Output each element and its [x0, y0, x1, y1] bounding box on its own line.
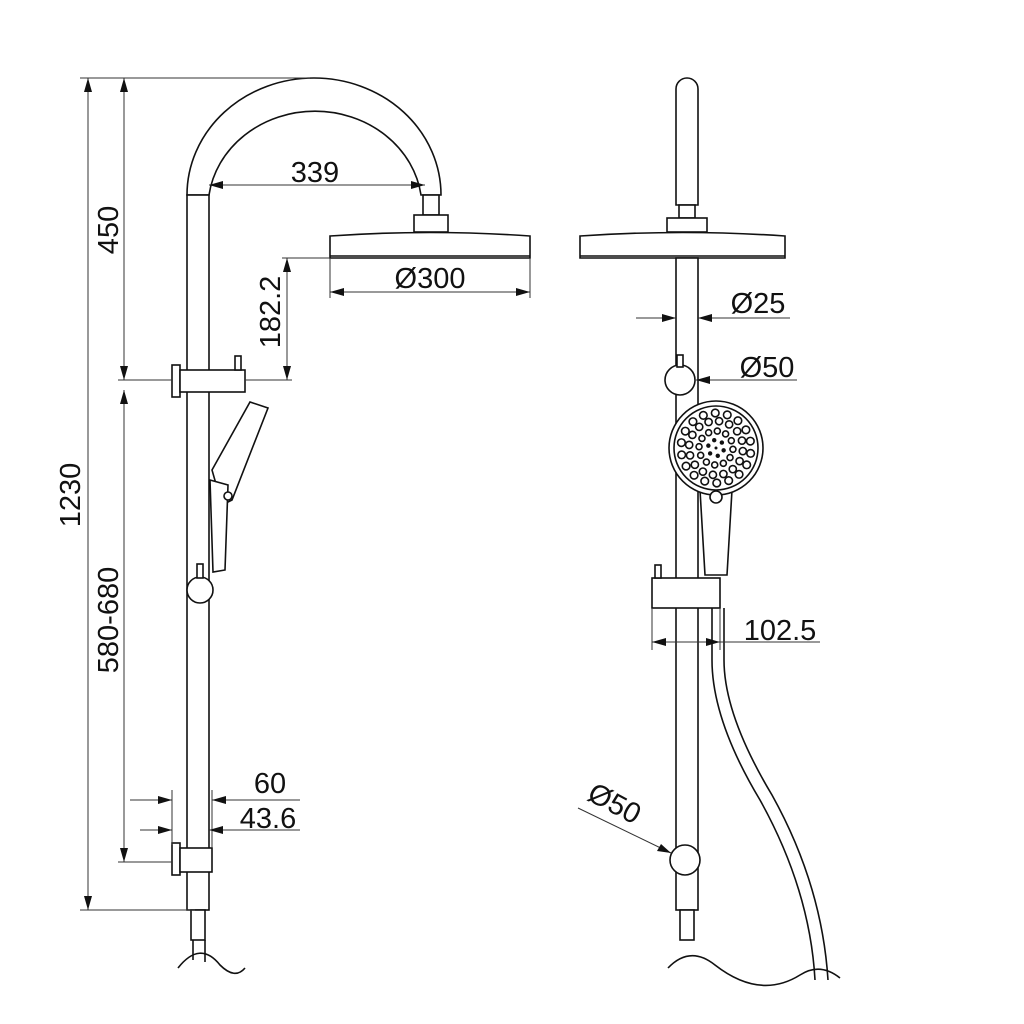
spray-nozzle: [745, 448, 756, 458]
front-arm: [675, 77, 699, 206]
spray-nozzle: [708, 470, 718, 480]
dim-arm-height: 450: [93, 206, 125, 254]
front-head-collar: [666, 217, 708, 233]
spray-nozzle: [684, 440, 694, 450]
spray-nozzle: [724, 420, 734, 429]
hose-outlet: [190, 909, 206, 941]
front-slider: [651, 564, 721, 609]
rain-shower-head: [329, 231, 531, 259]
spray-nozzle: [738, 446, 748, 456]
spray-nozzle: [733, 416, 743, 426]
spray-nozzle: [689, 470, 699, 480]
spray-nozzle: [737, 436, 747, 445]
spray-nozzle: [727, 436, 736, 445]
spray-nozzle: [724, 476, 734, 486]
spray-nozzle: [742, 460, 752, 470]
spray-nozzle: [714, 446, 718, 450]
vertical-rail: [186, 194, 210, 911]
front-rain-head: [579, 231, 786, 259]
spray-nozzle: [685, 451, 695, 460]
dim-slide-range: 580-680: [93, 567, 125, 673]
spray-nozzle: [704, 417, 713, 427]
spray-nozzle: [719, 440, 725, 445]
spray-nozzle: [735, 456, 744, 466]
dim-upper-bracket-diameter: Ø50: [740, 352, 795, 384]
spray-nozzle: [676, 438, 687, 448]
spray-nozzle: [734, 469, 744, 479]
dim-head-diameter: Ø300: [395, 263, 466, 295]
slider-knob: [186, 576, 214, 604]
head-collar: [413, 214, 449, 233]
spray-nozzle: [698, 434, 706, 443]
spray-nozzle: [713, 427, 722, 435]
dim-head-clearance: 182.2: [255, 276, 287, 349]
spray-nozzle: [729, 445, 737, 454]
spray-nozzle: [707, 451, 713, 456]
spray-nozzle: [698, 410, 708, 420]
spray-nozzle: [712, 437, 717, 443]
dimension-lines-front: [577, 314, 820, 854]
floor-line: [177, 952, 246, 975]
spray-nozzle: [714, 416, 724, 426]
shower-arm-arch: [186, 77, 442, 196]
spray-nozzle: [696, 451, 705, 460]
arm-connector: [422, 194, 440, 216]
dim-bracket-depth: 60: [254, 768, 286, 800]
dim-lower-bracket-diameter: Ø50: [583, 777, 646, 831]
spray-nozzle: [702, 458, 711, 466]
dim-arm-reach: 339: [291, 157, 339, 189]
spray-nozzle: [721, 430, 730, 438]
front-hand-shower: [668, 400, 764, 576]
spray-nozzle: [700, 476, 710, 486]
spray-nozzle: [681, 461, 691, 471]
upper-wall-bracket: [171, 355, 246, 398]
spray-nozzle: [722, 410, 732, 420]
dim-rail-offset: 43.6: [240, 803, 296, 835]
spray-nozzle: [719, 459, 728, 468]
front-upper-bracket: [664, 364, 696, 396]
spray-nozzle: [680, 426, 690, 436]
spray-nozzle: [741, 425, 751, 435]
lower-wall-bracket: [171, 842, 213, 876]
spray-nozzle: [715, 453, 720, 459]
side-view: 1230 450 580-680 182.2 339 Ø300 60 43.6: [55, 77, 531, 975]
spray-nozzle: [698, 467, 708, 476]
spray-nozzle: [690, 460, 700, 470]
spray-nozzle: [706, 443, 711, 448]
spray-nozzle: [710, 461, 719, 469]
spray-nozzle: [694, 422, 704, 432]
spray-nozzle: [712, 478, 722, 488]
spray-nozzle: [704, 428, 713, 437]
spray-nozzle: [688, 430, 697, 440]
spray-nozzle: [677, 450, 687, 460]
front-view: Ø25 Ø50 102.5 Ø50: [577, 77, 841, 987]
hand-shower-side: [209, 401, 270, 573]
front-lower-bracket: [669, 844, 701, 876]
front-floor-line: [667, 954, 841, 987]
spray-nozzle: [688, 417, 698, 427]
spray-nozzle: [695, 442, 703, 451]
dim-rail-diameter: Ø25: [731, 288, 786, 320]
spray-nozzle: [721, 448, 726, 453]
dim-overall-height: 1230: [55, 463, 87, 528]
spray-nozzle: [732, 426, 742, 436]
spray-nozzle: [719, 469, 728, 479]
spray-nozzle: [726, 453, 734, 462]
spray-nozzle: [710, 408, 720, 418]
dim-handset-offset: 102.5: [744, 615, 817, 647]
dimension-lines-side: [80, 77, 531, 911]
spray-nozzle: [745, 436, 755, 446]
spray-nozzle: [728, 464, 738, 474]
hose: [711, 608, 816, 981]
